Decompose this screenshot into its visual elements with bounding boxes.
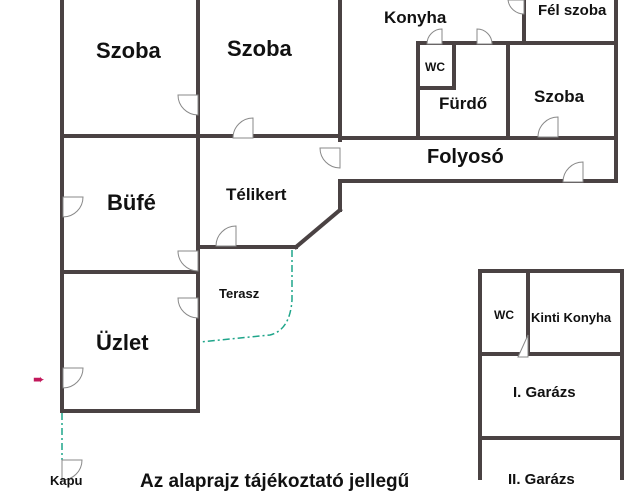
- dashed-boundary: [61, 250, 293, 460]
- door-swing-icon: [507, 0, 525, 15]
- doors: [61, 0, 584, 480]
- door-swing-icon: [562, 161, 584, 183]
- room-label-szoba-3: Szoba: [534, 87, 585, 106]
- room-label-wc-2: WC: [494, 308, 514, 322]
- door-swing-icon: [232, 117, 254, 139]
- door-swing-icon: [177, 94, 199, 116]
- door-swing-icon: [177, 297, 199, 319]
- room-label-szoba-1: Szoba: [96, 38, 161, 63]
- door-swing-icon: [476, 28, 493, 45]
- door-swing-icon: [517, 334, 529, 358]
- room-label-konyha: Konyha: [384, 8, 447, 27]
- door-swing-icon: [426, 28, 443, 45]
- room-label-wc-1: WC: [425, 60, 445, 74]
- room-label-fel-szoba: Fél szoba: [538, 2, 607, 19]
- door-swing-icon: [62, 367, 84, 389]
- entrance-arrow-icon: ➨: [33, 371, 45, 387]
- door-swing-icon: [177, 250, 199, 272]
- door-swing-icon: [62, 196, 84, 218]
- room-label-furdo: Fürdő: [439, 94, 488, 113]
- room-label-telikert: Télikert: [226, 185, 287, 204]
- room-label-folyoso: Folyosó: [427, 146, 504, 168]
- gate-label: Kapu: [50, 473, 83, 488]
- room-label-garazs-1: I. Garázs: [513, 384, 576, 401]
- room-label-uzlet: Üzlet: [96, 330, 149, 355]
- disclaimer-note: Az alaprajz tájékoztató jellegű: [140, 471, 410, 492]
- door-swing-icon: [215, 225, 237, 247]
- room-label-bufe: Büfé: [107, 190, 156, 215]
- room-label-kinti-konyha: Kinti Konyha: [531, 310, 612, 325]
- floor-plan: [60, 0, 624, 480]
- walls: [60, 0, 624, 480]
- door-swing-icon: [537, 116, 559, 138]
- room-label-terasz: Terasz: [219, 286, 260, 301]
- room-label-szoba-2: Szoba: [227, 36, 292, 61]
- door-swing-icon: [319, 147, 341, 169]
